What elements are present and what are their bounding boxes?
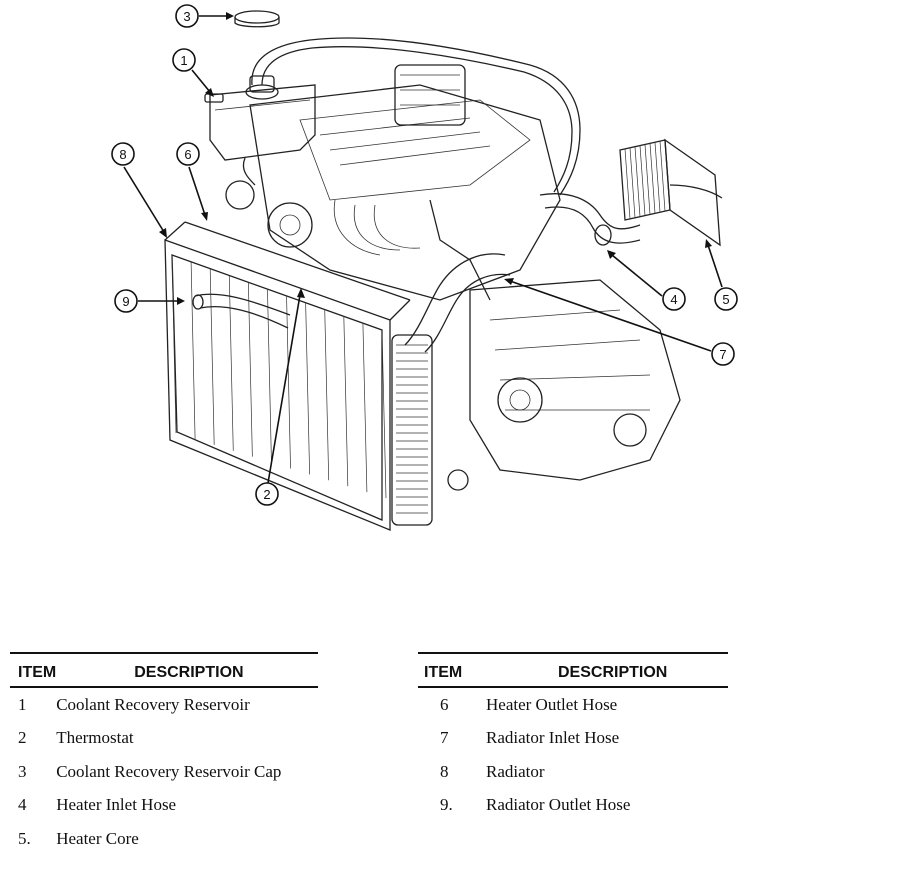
item-description: Heater Core [56, 828, 139, 848]
line-art-stroke [324, 309, 330, 481]
line-art-stroke [286, 295, 291, 469]
item-description: Heater Inlet Hose [56, 795, 177, 815]
callout-9: 9 [114, 289, 138, 313]
line-art-stroke [267, 289, 272, 463]
line-art-stroke [305, 302, 310, 475]
svg-text:1: 1 [180, 53, 187, 68]
svg-text:4: 4 [670, 292, 677, 307]
line-art-stroke [644, 144, 651, 215]
radiator-inlet-hose-drawing [404, 253, 511, 353]
line-art-stroke [649, 143, 656, 214]
line-art-stroke [171, 254, 177, 434]
item-column-header: ITEM [424, 664, 463, 681]
table-row: 3 Coolant Recovery Reservoir Cap [10, 755, 318, 789]
line-art-stroke [629, 147, 636, 218]
item-number: 5. [18, 828, 31, 848]
callout-7: 7 [711, 342, 735, 366]
table-header-row: ITEM DESCRIPTION [418, 653, 728, 687]
item-number: 4 [18, 795, 27, 815]
line-art-stroke [343, 316, 349, 487]
item-description: Radiator [486, 761, 545, 781]
item-description: Radiator Inlet Hose [486, 728, 620, 748]
table-header-row: ITEM DESCRIPTION [10, 653, 318, 687]
description-column-header: DESCRIPTION [134, 664, 244, 681]
heater-core-drawing [619, 138, 723, 247]
table-row: 5. Heater Core [10, 822, 318, 856]
table-row: 4 Heater Inlet Hose [10, 789, 318, 823]
callout-1: 1 [172, 48, 196, 72]
line-art-stroke [209, 268, 215, 445]
engine-drawing [225, 64, 681, 481]
svg-text:5: 5 [722, 292, 729, 307]
description-column-header: DESCRIPTION [558, 664, 668, 681]
callout-4: 4 [662, 287, 686, 311]
item-number: 2 [18, 728, 27, 748]
line-art-stroke [228, 275, 234, 451]
item-description: Heater Outlet Hose [486, 694, 618, 714]
svg-text:9: 9 [122, 294, 129, 309]
svg-text:2: 2 [263, 487, 270, 502]
item-column-header: ITEM [18, 664, 57, 681]
item-number: 6 [440, 694, 449, 714]
item-number: 3 [18, 761, 27, 781]
leader-lines [123, 12, 723, 484]
reservoir-cap-drawing [234, 10, 280, 28]
line-art-stroke [659, 141, 666, 212]
table-row: 1 Coolant Recovery Reservoir [10, 687, 318, 722]
heater-hoses-drawing [539, 193, 641, 246]
line-art-stroke [654, 142, 661, 213]
callout-2: 2 [255, 482, 279, 506]
item-number: 8 [440, 761, 449, 781]
radiator-drawing [164, 221, 469, 531]
callout-8: 8 [111, 142, 135, 166]
line-art-stroke [639, 145, 646, 216]
radiator-outlet-hose-drawing [192, 293, 291, 329]
svg-text:7: 7 [719, 347, 726, 362]
svg-text:6: 6 [184, 147, 191, 162]
svg-text:8: 8 [119, 147, 126, 162]
svg-text:3: 3 [183, 9, 190, 24]
callout-5: 5 [714, 287, 738, 311]
coolant-reservoir-drawing [204, 75, 316, 186]
table-row: 2 Thermostat [10, 722, 318, 756]
table-row: 8 Radiator [418, 755, 728, 789]
table-row: 6 Heater Outlet Hose [418, 687, 728, 722]
overflow-hose-drawing [251, 37, 581, 196]
line-art-stroke [248, 282, 253, 457]
line-art-stroke [624, 148, 631, 219]
item-description: Radiator Outlet Hose [486, 795, 631, 815]
callout-3: 3 [175, 4, 199, 28]
item-number: 9. [440, 795, 453, 815]
table-row: 9. Radiator Outlet Hose [418, 789, 728, 823]
table-row: 7 Radiator Inlet Hose [418, 722, 728, 756]
line-art-stroke [362, 323, 368, 493]
line-art-stroke [381, 329, 387, 499]
line-art-stroke [190, 261, 196, 439]
item-description: Coolant Recovery Reservoir Cap [56, 761, 282, 781]
item-description: Thermostat [56, 728, 134, 748]
item-number: 7 [440, 728, 449, 748]
item-number: 1 [18, 694, 27, 714]
line-art-stroke [634, 146, 641, 217]
callout-6: 6 [176, 142, 200, 166]
cooling-system-diagram: 1 2 3 4 5 6 7 8 9 [111, 4, 738, 531]
item-description: Coolant Recovery Reservoir [56, 694, 250, 714]
